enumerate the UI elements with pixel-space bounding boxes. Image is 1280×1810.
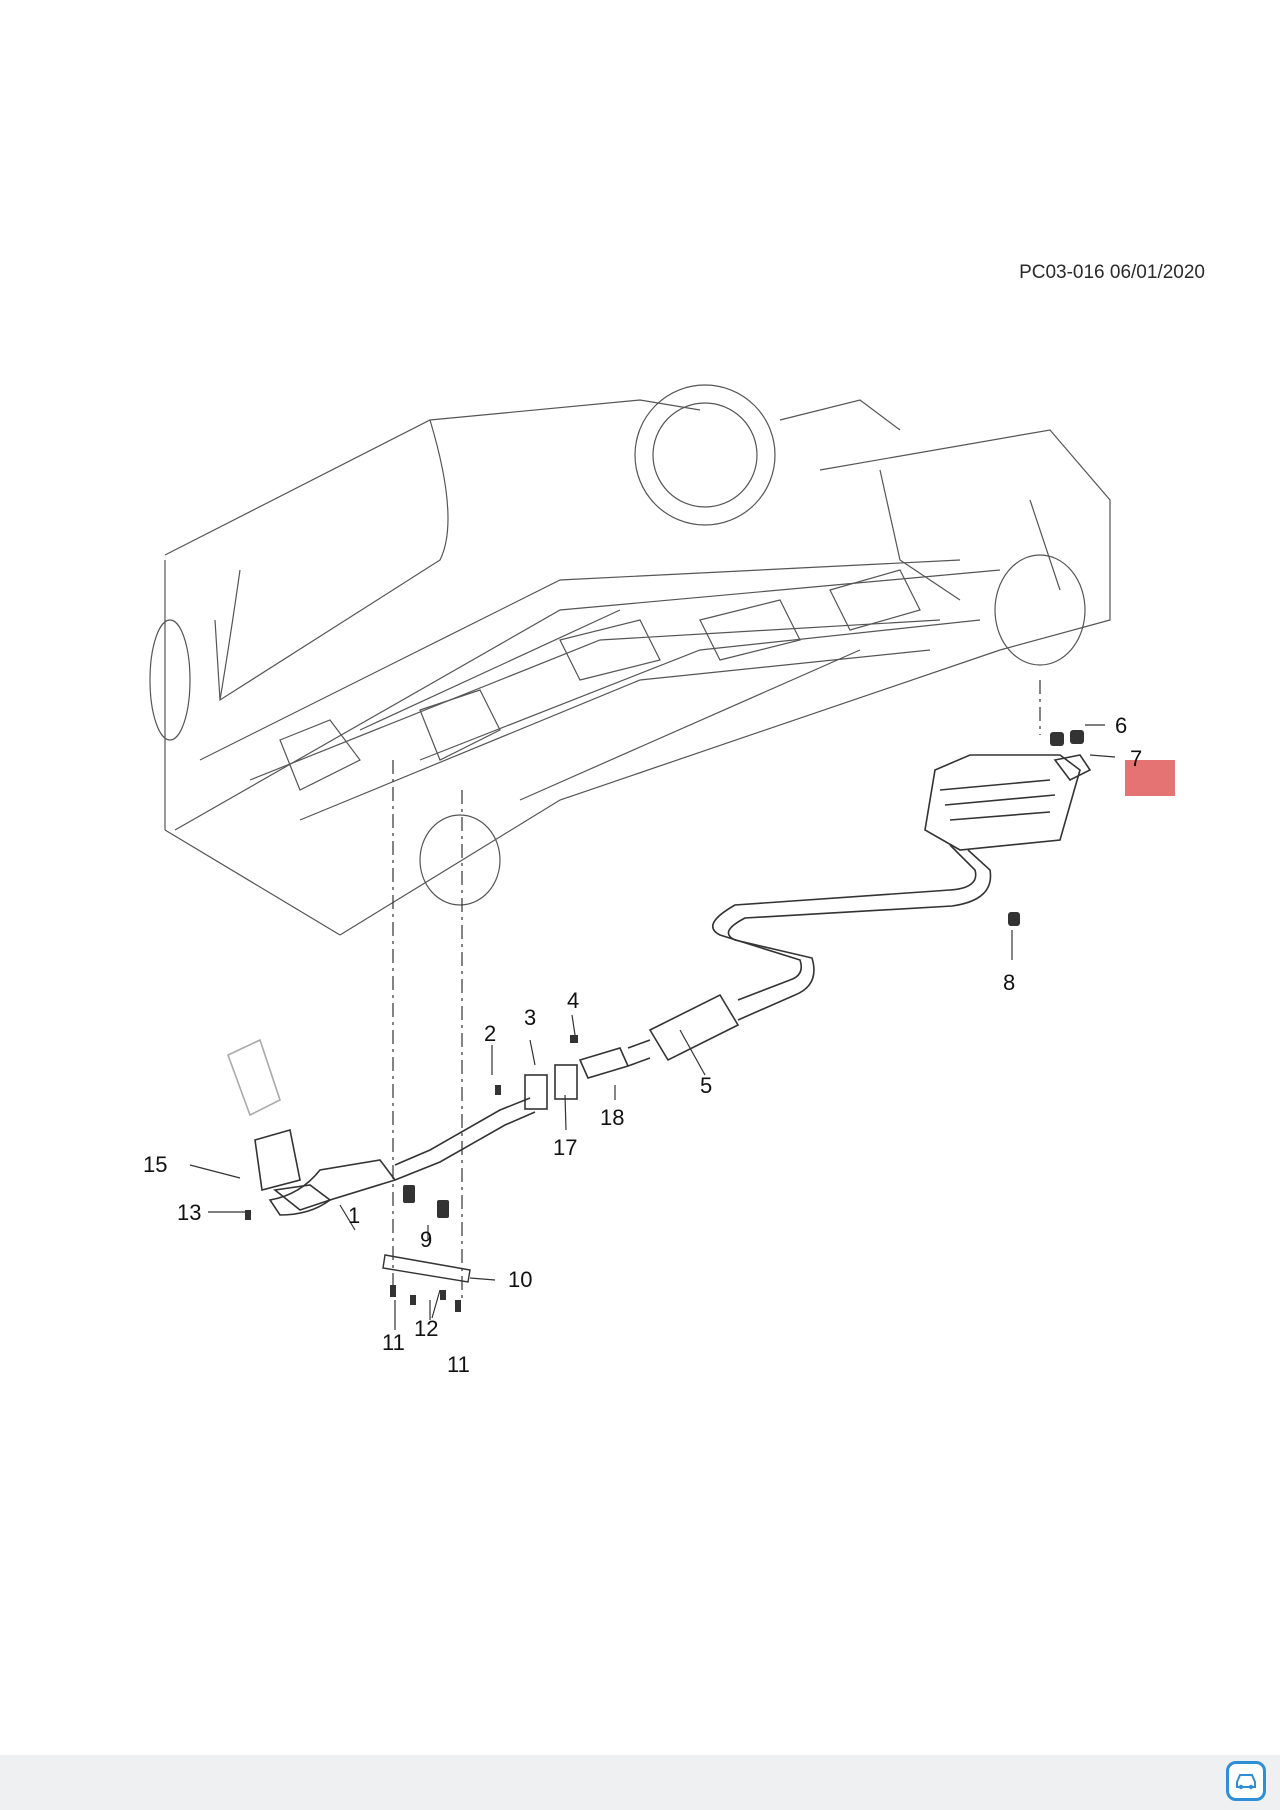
callout-3: 3 (524, 1005, 536, 1030)
vehicle-underbody (149, 384, 1111, 936)
callout-labels: 1 2 3 4 5 6 7 8 9 10 11 12 13 15 17 18 1… (143, 713, 1142, 1377)
callout-8: 8 (1003, 970, 1015, 995)
car-icon (1236, 1774, 1256, 1790)
callout-11: 11 (382, 1330, 405, 1355)
highlight-box (1125, 760, 1175, 796)
callout-13: 13 (177, 1200, 201, 1225)
callout-12: 12 (414, 1316, 438, 1341)
bottom-bar (0, 1755, 1280, 1810)
hardware (245, 730, 1084, 1312)
callout-9: 9 (420, 1227, 432, 1252)
callout-7: 7 (1130, 746, 1142, 771)
exhaust-system (226, 754, 1092, 1216)
car-chat-icon[interactable] (1226, 1761, 1266, 1801)
callout-5: 5 (700, 1073, 712, 1098)
callout-1: 1 (348, 1203, 360, 1228)
callout-10: 10 (508, 1267, 532, 1292)
diagram-reference: PC03-016 06/01/2020 (1019, 262, 1205, 283)
callout-6: 6 (1115, 713, 1127, 738)
callout-15: 15 (143, 1152, 167, 1177)
guide-lines (392, 680, 1041, 1300)
callout-17: 17 (553, 1135, 577, 1160)
callout-2: 2 (484, 1021, 496, 1046)
leader-lines (189, 724, 1116, 1330)
callout-4: 4 (567, 988, 579, 1013)
callout-18: 18 (600, 1105, 624, 1130)
callout-11b: 11 (447, 1352, 470, 1377)
